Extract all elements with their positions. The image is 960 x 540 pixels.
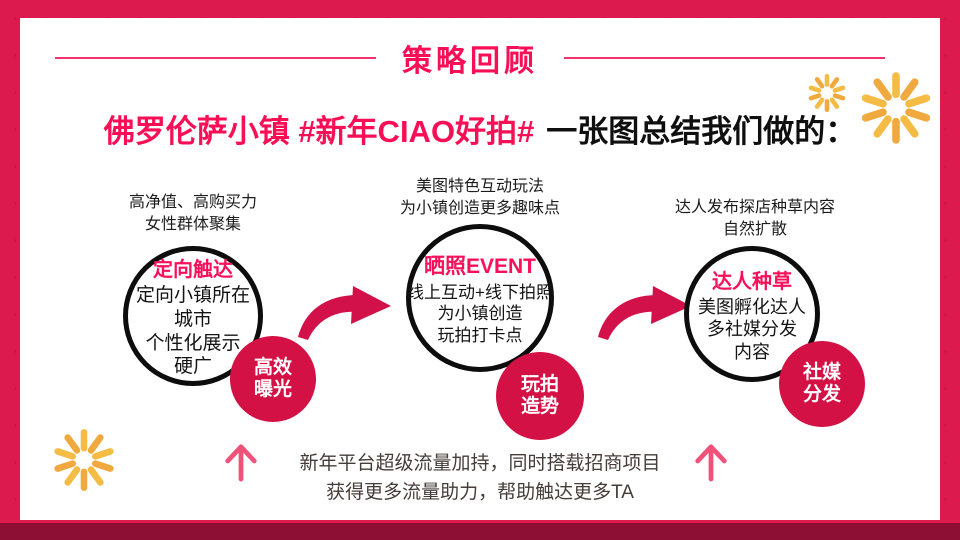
main-heading: 佛罗伦萨小镇 #新年CIAO好拍# 一张图总结我们做的： <box>0 106 960 151</box>
title-divider-right <box>564 57 885 59</box>
step1-badge: 高效 曝光 <box>230 336 316 422</box>
step2-circle-title: 晒照EVENT <box>423 255 536 279</box>
firework-icon <box>54 428 114 492</box>
firework-icon <box>861 72 931 144</box>
footnote-text: 新年平台超级流量加持，同时搭载招商项目 获得更多流量助力，帮助触达更多TA <box>299 453 661 503</box>
step2-description: 美图特色互动玩法 为小镇创造更多趣味点 <box>399 178 560 218</box>
up-arrow-icon <box>225 444 257 482</box>
step3-description: 达人发布探店种草内容 自然扩散 <box>674 199 835 239</box>
step3-circle: 达人种草 美图孵化达人 多社媒分发 内容 <box>684 246 820 382</box>
step3-badge: 社媒 分发 <box>779 341 865 427</box>
curved-arrow-icon <box>598 286 691 340</box>
frame-bottom-shadow <box>0 523 960 540</box>
title-row: 策略回顾 <box>55 36 885 80</box>
step2-circle: 晒照EVENT 线上互动+线下拍照 为小镇创造 玩拍打卡点 <box>406 224 554 372</box>
step2-circle-body: 线上互动+线下拍照 为小镇创造 玩拍打卡点 <box>407 283 553 345</box>
up-arrow-icon <box>695 444 727 482</box>
curved-arrow-icon <box>298 286 391 340</box>
heading-campaign-name: 佛罗伦萨小镇 #新年CIAO好拍# <box>103 114 535 149</box>
step2-badge: 玩拍 造势 <box>496 352 584 440</box>
step1-description: 高净值、高购买力 女性群体聚集 <box>128 194 257 234</box>
page-title: 策略回顾 <box>402 45 538 78</box>
step3-circle-title: 达人种草 <box>712 270 792 293</box>
step1-circle-body: 定向小镇所在 城市 个性化展示 硬广 <box>135 285 250 378</box>
title-divider-left <box>55 57 376 59</box>
step1-circle-title: 定向触达 <box>153 259 233 281</box>
step3-circle-body: 美图孵化达人 多社媒分发 内容 <box>698 296 806 362</box>
heading-summary-text: 一张图总结我们做的： <box>546 114 857 149</box>
firework-icon <box>808 73 846 113</box>
